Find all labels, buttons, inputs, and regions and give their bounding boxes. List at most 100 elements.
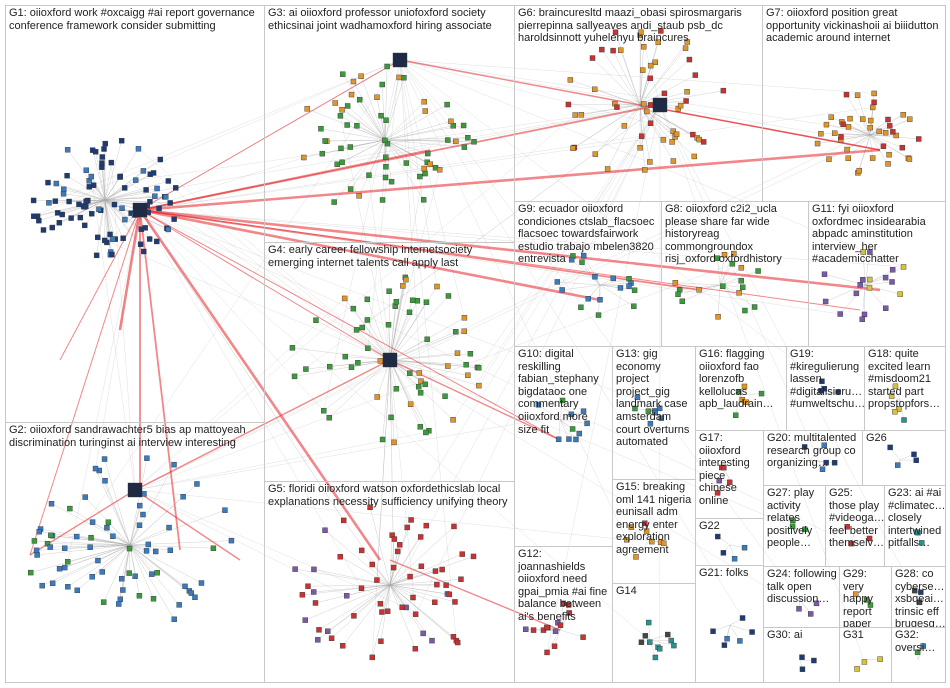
graph-node [53, 180, 60, 187]
graph-node [638, 29, 644, 35]
graph-edge [389, 352, 458, 361]
graph-node [634, 394, 641, 401]
graph-node [95, 557, 101, 564]
group-panel-g10: G10: digital reskilling fabian_stephany … [514, 346, 613, 547]
graph-node [592, 273, 598, 280]
graph-edge [92, 544, 131, 577]
graph-node [736, 290, 742, 296]
graph-node [845, 124, 852, 130]
graph-node [741, 383, 748, 390]
graph-edge [389, 584, 456, 603]
graph-node [102, 478, 108, 484]
graph-node [322, 527, 328, 533]
graph-edge [129, 544, 158, 573]
graph-node [618, 47, 624, 53]
graph-node [210, 545, 217, 551]
graph-edge [389, 331, 465, 361]
graph-edge [129, 544, 214, 549]
graph-node [393, 298, 400, 305]
graph-node [569, 426, 576, 432]
graph-edge [399, 59, 422, 382]
graph-edge [559, 419, 570, 440]
graph-edge [389, 566, 422, 586]
graph-node [453, 328, 459, 335]
graph-node [64, 172, 70, 179]
graph-edge [66, 175, 106, 201]
graph-node [866, 285, 873, 291]
graph-edge [595, 104, 641, 155]
graph-edge [376, 359, 391, 581]
graph-node [319, 150, 326, 157]
graph-edge [139, 107, 873, 211]
graph-node [99, 160, 105, 166]
graph-edge [380, 584, 391, 604]
graph-node [585, 295, 591, 302]
graph-node [715, 314, 721, 320]
graph-edge [104, 180, 169, 201]
graph-edge [104, 172, 154, 201]
graph-edge [599, 284, 635, 291]
graph-edge [639, 104, 651, 162]
graph-edge [682, 284, 721, 302]
graph-node [657, 646, 663, 652]
graph-node [640, 43, 647, 50]
graph-edge [33, 59, 401, 217]
graph-node [391, 536, 398, 542]
graph-node [145, 541, 152, 548]
graph-edge [612, 50, 641, 106]
graph-node [631, 303, 637, 309]
graph-edge-highlight [139, 209, 181, 551]
graph-node [559, 287, 565, 293]
graph-node [439, 566, 445, 573]
graph-node [853, 290, 860, 297]
graph-node [93, 252, 100, 259]
graph-edge [809, 459, 835, 463]
graph-node [384, 63, 390, 70]
graph-node [914, 649, 921, 655]
graph-node [117, 173, 124, 180]
graph-node [645, 619, 652, 626]
graph-edge [384, 125, 454, 141]
graph-edge [33, 199, 106, 217]
graph-edge [399, 59, 823, 382]
graph-edge [389, 295, 449, 361]
graph-edge [139, 209, 659, 648]
graph-node [390, 564, 397, 571]
graph-node [604, 166, 611, 172]
group-panel-g11: G11: fyi oiioxford oxfordmec insidearabi… [808, 201, 946, 347]
graph-node [119, 205, 125, 211]
group-label-g25: G25: those play #videoga… feel better th… [829, 487, 885, 550]
group-panel-g12: G12: joannashields oiioxford need gpai_p… [514, 546, 613, 683]
graph-node [166, 524, 172, 531]
graph-edge [399, 59, 469, 138]
group-panel-g15: G15: breaking oml 141 nigeria eunisall a… [612, 479, 696, 584]
graph-edge [558, 419, 561, 440]
graph-edge [739, 393, 762, 396]
graph-node [339, 107, 345, 113]
graph-node [74, 587, 80, 594]
graph-node [566, 436, 572, 442]
graph-edge [615, 32, 641, 106]
graph-edge [104, 159, 161, 201]
graph-node [716, 477, 722, 484]
graph-node [628, 524, 635, 530]
graph-node [731, 556, 738, 562]
graph-node [679, 298, 686, 304]
graph-node [137, 241, 144, 247]
graph-edge-highlight [138, 209, 382, 561]
graph-node [137, 502, 143, 509]
graph-node [822, 298, 829, 305]
graph-node [819, 378, 825, 384]
graph-node [826, 156, 832, 162]
graph-node [412, 611, 419, 617]
graph-edge [389, 279, 407, 361]
graph-edge [562, 284, 601, 291]
graph-node [101, 599, 107, 605]
graph-node [882, 129, 889, 136]
group-label-g31: G31 [843, 629, 864, 641]
graph-node [578, 112, 585, 118]
graph-edge [559, 419, 577, 440]
graph-node [383, 154, 389, 160]
graph-edge [356, 104, 661, 331]
